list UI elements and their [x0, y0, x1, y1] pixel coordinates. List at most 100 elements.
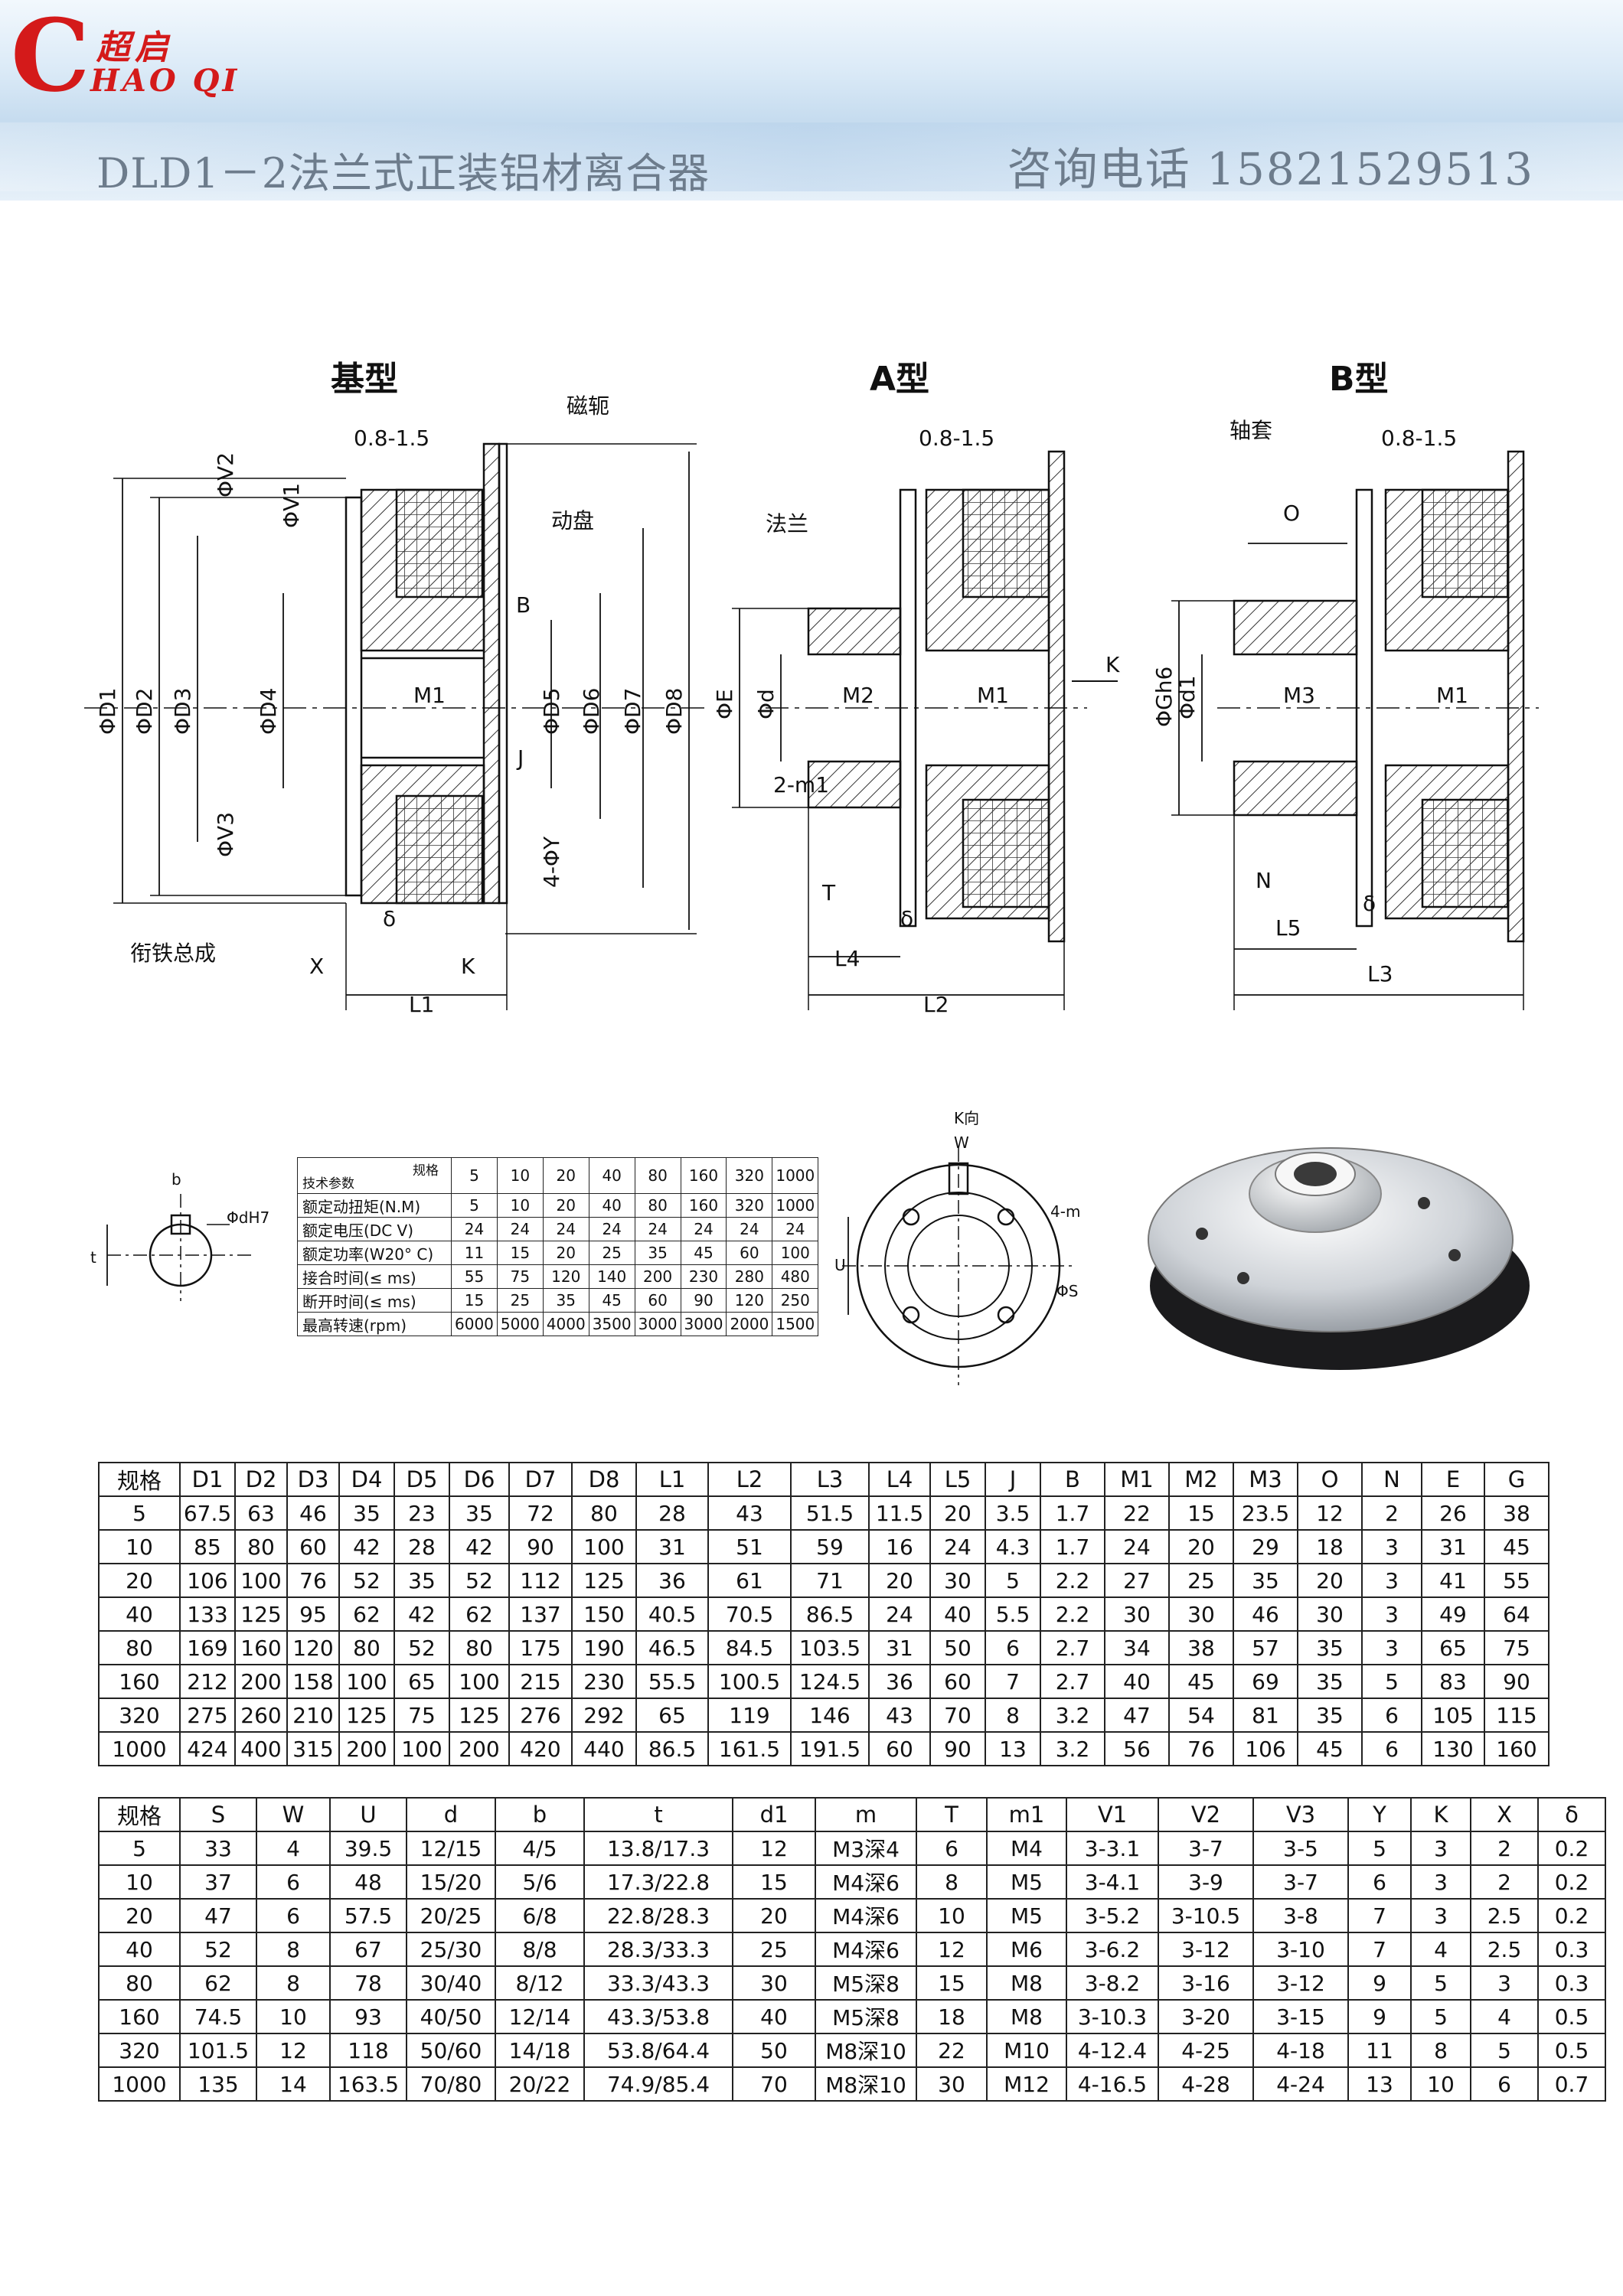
logo-letter: C — [11, 0, 90, 114]
dim-cell: 22 — [916, 2033, 988, 2068]
svg-text:ΦD5: ΦD5 — [539, 688, 564, 735]
dim-cell: 6 — [916, 1831, 988, 1866]
dim-cell: 7 — [1347, 1932, 1412, 1967]
dim-cell: 93 — [329, 1999, 407, 2034]
dim-cell: 14 — [256, 2066, 331, 2102]
document-title: DLD1－2法兰式正装铝材离合器 — [96, 149, 710, 197]
view-title-base: 基型 — [331, 360, 398, 399]
svg-text:0.8-1.5: 0.8-1.5 — [1381, 426, 1457, 451]
dim-cell: 3 — [1361, 1596, 1422, 1632]
dim-cell: 80 — [98, 1630, 181, 1665]
dim-cell: 424 — [179, 1731, 236, 1766]
dim-cell: 57 — [1233, 1630, 1298, 1665]
dim-cell: 160 — [98, 1664, 181, 1699]
spec-size-header: 5 — [451, 1157, 498, 1194]
svg-text:δ: δ — [383, 906, 396, 931]
a-view: A型 0.8-1.5 法兰 M2 M1 K 2-m1 T δ L4 L2 — [712, 360, 1120, 1017]
dim-cell: 15 — [916, 1965, 988, 2001]
dim-cell: 60 — [286, 1529, 340, 1564]
dim-cell: 37 — [179, 1864, 257, 1900]
dim-cell: 3-7 — [1252, 1864, 1349, 1900]
dim-cell: 31 — [1421, 1529, 1485, 1564]
dim-cell: 36 — [868, 1664, 931, 1699]
dim-header-cell: D7 — [508, 1462, 573, 1497]
dim-header-cell: d — [406, 1797, 496, 1832]
spec-size-header: 20 — [542, 1157, 589, 1194]
svg-text:O: O — [1283, 501, 1300, 526]
dim-cell: 3 — [1361, 1529, 1422, 1564]
dim-cell: 3 — [1361, 1630, 1422, 1665]
dim-cell: 55.5 — [635, 1664, 709, 1699]
dim-cell: 160 — [1484, 1731, 1550, 1766]
dim-cell: 54 — [1168, 1698, 1234, 1733]
dim-cell: 65 — [394, 1664, 450, 1699]
dim-cell: 24 — [929, 1529, 986, 1564]
dim-header-cell: m — [815, 1797, 917, 1832]
dim-header-cell: D5 — [394, 1462, 450, 1497]
dim-cell: 191.5 — [790, 1731, 870, 1766]
spec-cell: 60 — [726, 1241, 773, 1265]
base-view: 基型 0.8-1.5 磁轭 动盘 — [84, 360, 704, 1017]
spec-cell: 15 — [451, 1288, 498, 1313]
dim-cell: 20/25 — [406, 1898, 496, 1933]
svg-text:法兰: 法兰 — [766, 511, 808, 536]
dim-cell: 119 — [707, 1698, 792, 1733]
spec-size-header: 160 — [680, 1157, 727, 1194]
svg-text:轴套: 轴套 — [1229, 418, 1272, 443]
svg-text:ΦD1: ΦD1 — [95, 688, 120, 735]
svg-text:ΦD2: ΦD2 — [132, 688, 157, 735]
spec-row-label: 额定功率(W20° C) — [297, 1241, 452, 1265]
dim-cell: 65 — [1421, 1630, 1485, 1665]
dim-cell: 100 — [571, 1529, 637, 1564]
spec-cell: 200 — [634, 1264, 681, 1289]
dim-header-cell: b — [495, 1797, 585, 1832]
dim-cell: 59 — [790, 1529, 870, 1564]
dim-cell: 5 — [985, 1563, 1041, 1598]
svg-text:4-ΦY: 4-ΦY — [539, 836, 564, 888]
dim-cell: 6 — [256, 1864, 331, 1900]
dim-cell: 62 — [338, 1596, 395, 1632]
dim-cell: 62 — [179, 1965, 257, 2001]
dim-cell: 4-25 — [1158, 2033, 1254, 2068]
dim-cell: 90 — [929, 1731, 986, 1766]
dim-cell: 46 — [286, 1495, 340, 1531]
spec-size-header: 1000 — [772, 1157, 819, 1194]
dim-cell: 56 — [1104, 1731, 1170, 1766]
dim-cell: 75 — [1484, 1630, 1550, 1665]
dim-cell: 0.2 — [1537, 1898, 1606, 1933]
dim-cell: 40 — [98, 1932, 181, 1967]
dim-cell: 125 — [571, 1563, 637, 1598]
spec-cell: 3500 — [588, 1312, 635, 1336]
dim-cell: 6 — [1361, 1698, 1422, 1733]
spec-size-header: 80 — [634, 1157, 681, 1194]
dim-cell: 75 — [394, 1698, 450, 1733]
svg-text:ΦS: ΦS — [1056, 1282, 1078, 1300]
dim-cell: 23 — [394, 1495, 450, 1531]
dim-cell: 3-15 — [1252, 1999, 1349, 2034]
dim-cell: 28 — [394, 1529, 450, 1564]
svg-text:K: K — [461, 954, 475, 979]
dim-cell: 3-5.2 — [1066, 1898, 1159, 1933]
svg-text:4-m: 4-m — [1050, 1202, 1080, 1221]
dim-cell: 81 — [1233, 1698, 1298, 1733]
dim-cell: 6 — [1470, 2066, 1539, 2102]
dim-cell: 30 — [1168, 1596, 1234, 1632]
dim-cell: 7 — [1347, 1898, 1412, 1933]
dim-cell: 4.3 — [985, 1529, 1041, 1564]
dim-cell: 0.7 — [1537, 2066, 1606, 2102]
svg-text:t: t — [90, 1248, 96, 1267]
dim-cell: 169 — [179, 1630, 236, 1665]
svg-text:动盘: 动盘 — [551, 508, 594, 533]
dim-cell: 80 — [234, 1529, 288, 1564]
svg-text:L5: L5 — [1275, 915, 1301, 941]
dim-cell: 30 — [1104, 1596, 1170, 1632]
svg-text:B: B — [516, 592, 531, 618]
spec-cell: 55 — [451, 1264, 498, 1289]
dim-cell: 25 — [1168, 1563, 1234, 1598]
